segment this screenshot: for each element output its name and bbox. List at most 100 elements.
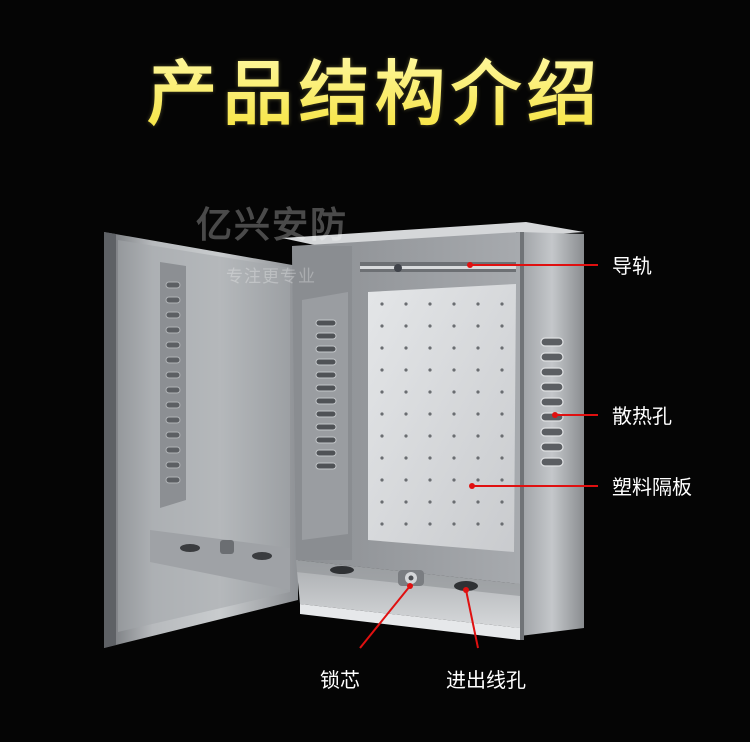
mounting-hole [428,522,432,526]
louver-slot [315,410,337,418]
mounting-hole [404,302,408,306]
lock-core-icon [398,570,424,586]
cable-hole-left [330,566,354,574]
din-rail [360,262,516,272]
mounting-hole [380,456,384,460]
mounting-hole [428,500,432,504]
louver-slot [315,462,337,470]
louver-slot [315,449,337,457]
mounting-hole [428,368,432,372]
page-title: 产品结构介绍 [0,38,750,139]
mounting-hole [404,346,408,350]
vent-slot [540,427,564,437]
mounting-hole [428,434,432,438]
mounting-hole [380,390,384,394]
mounting-hole [428,302,432,306]
mounting-hole [500,500,504,504]
mounting-hole [476,478,480,482]
louver-slot [315,371,337,379]
interior-louvers [165,281,337,484]
door-louver-slot [165,401,181,409]
vent-slot [540,442,564,452]
mounting-hole [476,302,480,306]
mounting-hole [428,390,432,394]
vent-slot [540,397,564,407]
mounting-hole [380,478,384,482]
mounting-hole [404,390,408,394]
door-louver-slot [165,296,181,304]
plastic-mounting-board [368,284,516,552]
label-vents: 散热孔 [612,404,672,428]
mounting-hole [500,390,504,394]
pointer-lines [359,262,598,649]
door-louver-slot [165,356,181,364]
mounting-hole [500,478,504,482]
louver-slot [315,423,337,431]
mounting-hole [452,412,456,416]
mounting-hole [380,302,384,306]
door-louver-slot [165,461,181,469]
mounting-hole [452,302,456,306]
mounting-hole [428,456,432,460]
label-lock: 锁芯 [320,668,360,692]
vent-slot [540,337,564,347]
mounting-hole [452,390,456,394]
mounting-hole [500,412,504,416]
door-louver-slot [165,341,181,349]
mounting-hole [500,346,504,350]
mounting-hole [404,368,408,372]
mounting-hole [452,324,456,328]
watermark-brand: 亿兴安防 [196,205,349,246]
louver-slot [315,436,337,444]
mounting-hole [500,368,504,372]
mounting-hole [380,412,384,416]
mounting-hole [476,434,480,438]
vent-slot [540,352,564,362]
mounting-hole [428,346,432,350]
mounting-hole [404,324,408,328]
cabinet-door [104,232,298,648]
door-louver-slot [165,371,181,379]
mounting-board-holes [380,302,504,526]
mounting-hole [500,522,504,526]
mounting-hole [476,500,480,504]
mounting-hole [428,478,432,482]
cable-hole-right [454,581,478,591]
louver-slot [315,319,337,327]
door-louver-slot [165,326,181,334]
door-louver-slot [165,431,181,439]
mounting-hole [476,346,480,350]
mounting-hole [380,522,384,526]
mounting-hole [476,368,480,372]
louver-slot [315,345,337,353]
door-louver-slot [165,281,181,289]
louver-slot [315,358,337,366]
door-louver-slot [165,386,181,394]
mounting-hole [404,412,408,416]
mounting-hole [476,412,480,416]
mounting-hole [404,456,408,460]
mounting-hole [404,434,408,438]
mounting-hole [452,434,456,438]
mounting-hole [476,456,480,460]
mounting-hole [452,522,456,526]
louver-slot [315,332,337,340]
vent-slot [540,367,564,377]
label-rail: 导轨 [612,254,652,278]
mounting-hole [380,368,384,372]
mounting-hole [500,324,504,328]
louver-slot [315,384,337,392]
louver-slot [315,397,337,405]
vent-slot [540,382,564,392]
mounting-hole [476,522,480,526]
mounting-hole [452,368,456,372]
mounting-hole [452,346,456,350]
mounting-hole [428,324,432,328]
label-plastic-board: 塑料隔板 [612,475,692,499]
mounting-hole [452,500,456,504]
vent-slot [540,457,564,467]
mounting-hole [404,500,408,504]
door-louver-slot [165,416,181,424]
mounting-hole [380,346,384,350]
door-louver-slot [165,476,181,484]
